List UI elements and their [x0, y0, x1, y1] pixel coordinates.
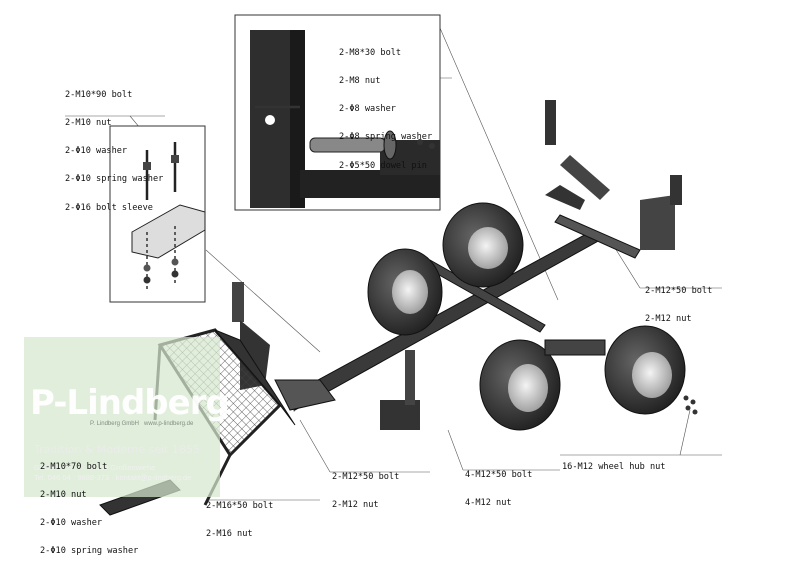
wheel-front-right [604, 325, 686, 415]
watermark-company: P. Lindberg GmbH [90, 421, 139, 427]
label-line: 2-M10 nut [65, 118, 112, 129]
label-line: 2-Φ5*50 dowel pin [339, 160, 427, 171]
label-line: 2-M12*50 bolt [645, 285, 713, 296]
label-line: 2-M16*50 bolt [206, 500, 274, 511]
hub-nuts [683, 395, 698, 415]
wheel-rear-right [442, 202, 524, 288]
label-line: 2-M10*70 bolt [40, 461, 108, 472]
label-line: 2-Φ8 spring washer [339, 132, 433, 143]
label-axle-center: 4-M12*50 bolt 4-M12 nut [465, 452, 532, 518]
coupling-inset [234, 14, 441, 211]
watermark: P-Lindberg P. Lindberg GmbH www.p-lindbe… [24, 337, 230, 497]
trailer-frame [232, 100, 682, 430]
assembly-diagram: 2-M10*90 bolt 2-M10 nut 2-Φ10 washer 2-Φ… [24, 14, 722, 556]
label-line: 16-M12 wheel hub nut [562, 461, 666, 472]
label-line: 2-Φ8 washer [339, 104, 396, 115]
diagram-drawing [65, 14, 722, 516]
label-line: 2-M8 nut [339, 76, 381, 87]
label-bottom-left-a: 2-M10*70 bolt 2-M10 nut 2-Φ10 washer 2-Φ… [40, 444, 138, 566]
label-line: 2-M8*30 bolt [339, 47, 402, 58]
label-line: 2-Φ10 spring washer [40, 546, 139, 557]
label-line: 2-M16 nut [206, 529, 253, 540]
watermark-tagline: Tradition & Moderne seit 1855 [34, 443, 200, 456]
label-line: 2-Φ10 spring washer [65, 174, 164, 185]
watermark-url: www.p-lindberg.de [144, 421, 194, 427]
label-left-bolts: 2-M10*90 bolt 2-M10 nut 2-Φ10 washer 2-Φ… [65, 72, 163, 223]
label-line: 2-M10 nut [40, 490, 87, 501]
label-wheel-hub: 16-M12 wheel hub nut [562, 444, 665, 482]
label-top-inset: 2-M8*30 bolt 2-M8 nut 2-Φ8 washer 2-Φ8 s… [339, 30, 432, 181]
label-right-axle: 2-M12*50 bolt 2-M12 nut [645, 268, 712, 334]
label-line: 2-M12 nut [332, 500, 379, 511]
label-line: 2-Φ10 washer [65, 146, 128, 157]
bolt-sleeve-inset [109, 125, 206, 303]
wheel-front-left [479, 339, 561, 431]
watermark-logo: P-Lindberg [30, 383, 230, 423]
label-line: 4-M12 nut [465, 498, 512, 509]
label-center-front: 2-M12*50 bolt 2-M12 nut [332, 454, 399, 520]
wheel-rear-left [367, 248, 443, 336]
label-line: 2-M12 nut [645, 314, 692, 325]
label-line: 4-M12*50 bolt [465, 469, 533, 480]
leader-lines [65, 27, 722, 501]
label-line: 2-M10*90 bolt [65, 89, 133, 100]
watermark-address: Gewerbestr. 3 · 24969 Großenwiehe [34, 463, 156, 472]
label-line: 2-Φ16 bolt sleeve [65, 202, 153, 213]
label-bottom-left-b: 2-M16*50 bolt 2-M16 nut [206, 483, 273, 549]
watermark-phone: Tel. 046 04 · 9888-373 · kontakt@p-lindb… [34, 473, 192, 482]
label-line: 2-M12*50 bolt [332, 471, 400, 482]
